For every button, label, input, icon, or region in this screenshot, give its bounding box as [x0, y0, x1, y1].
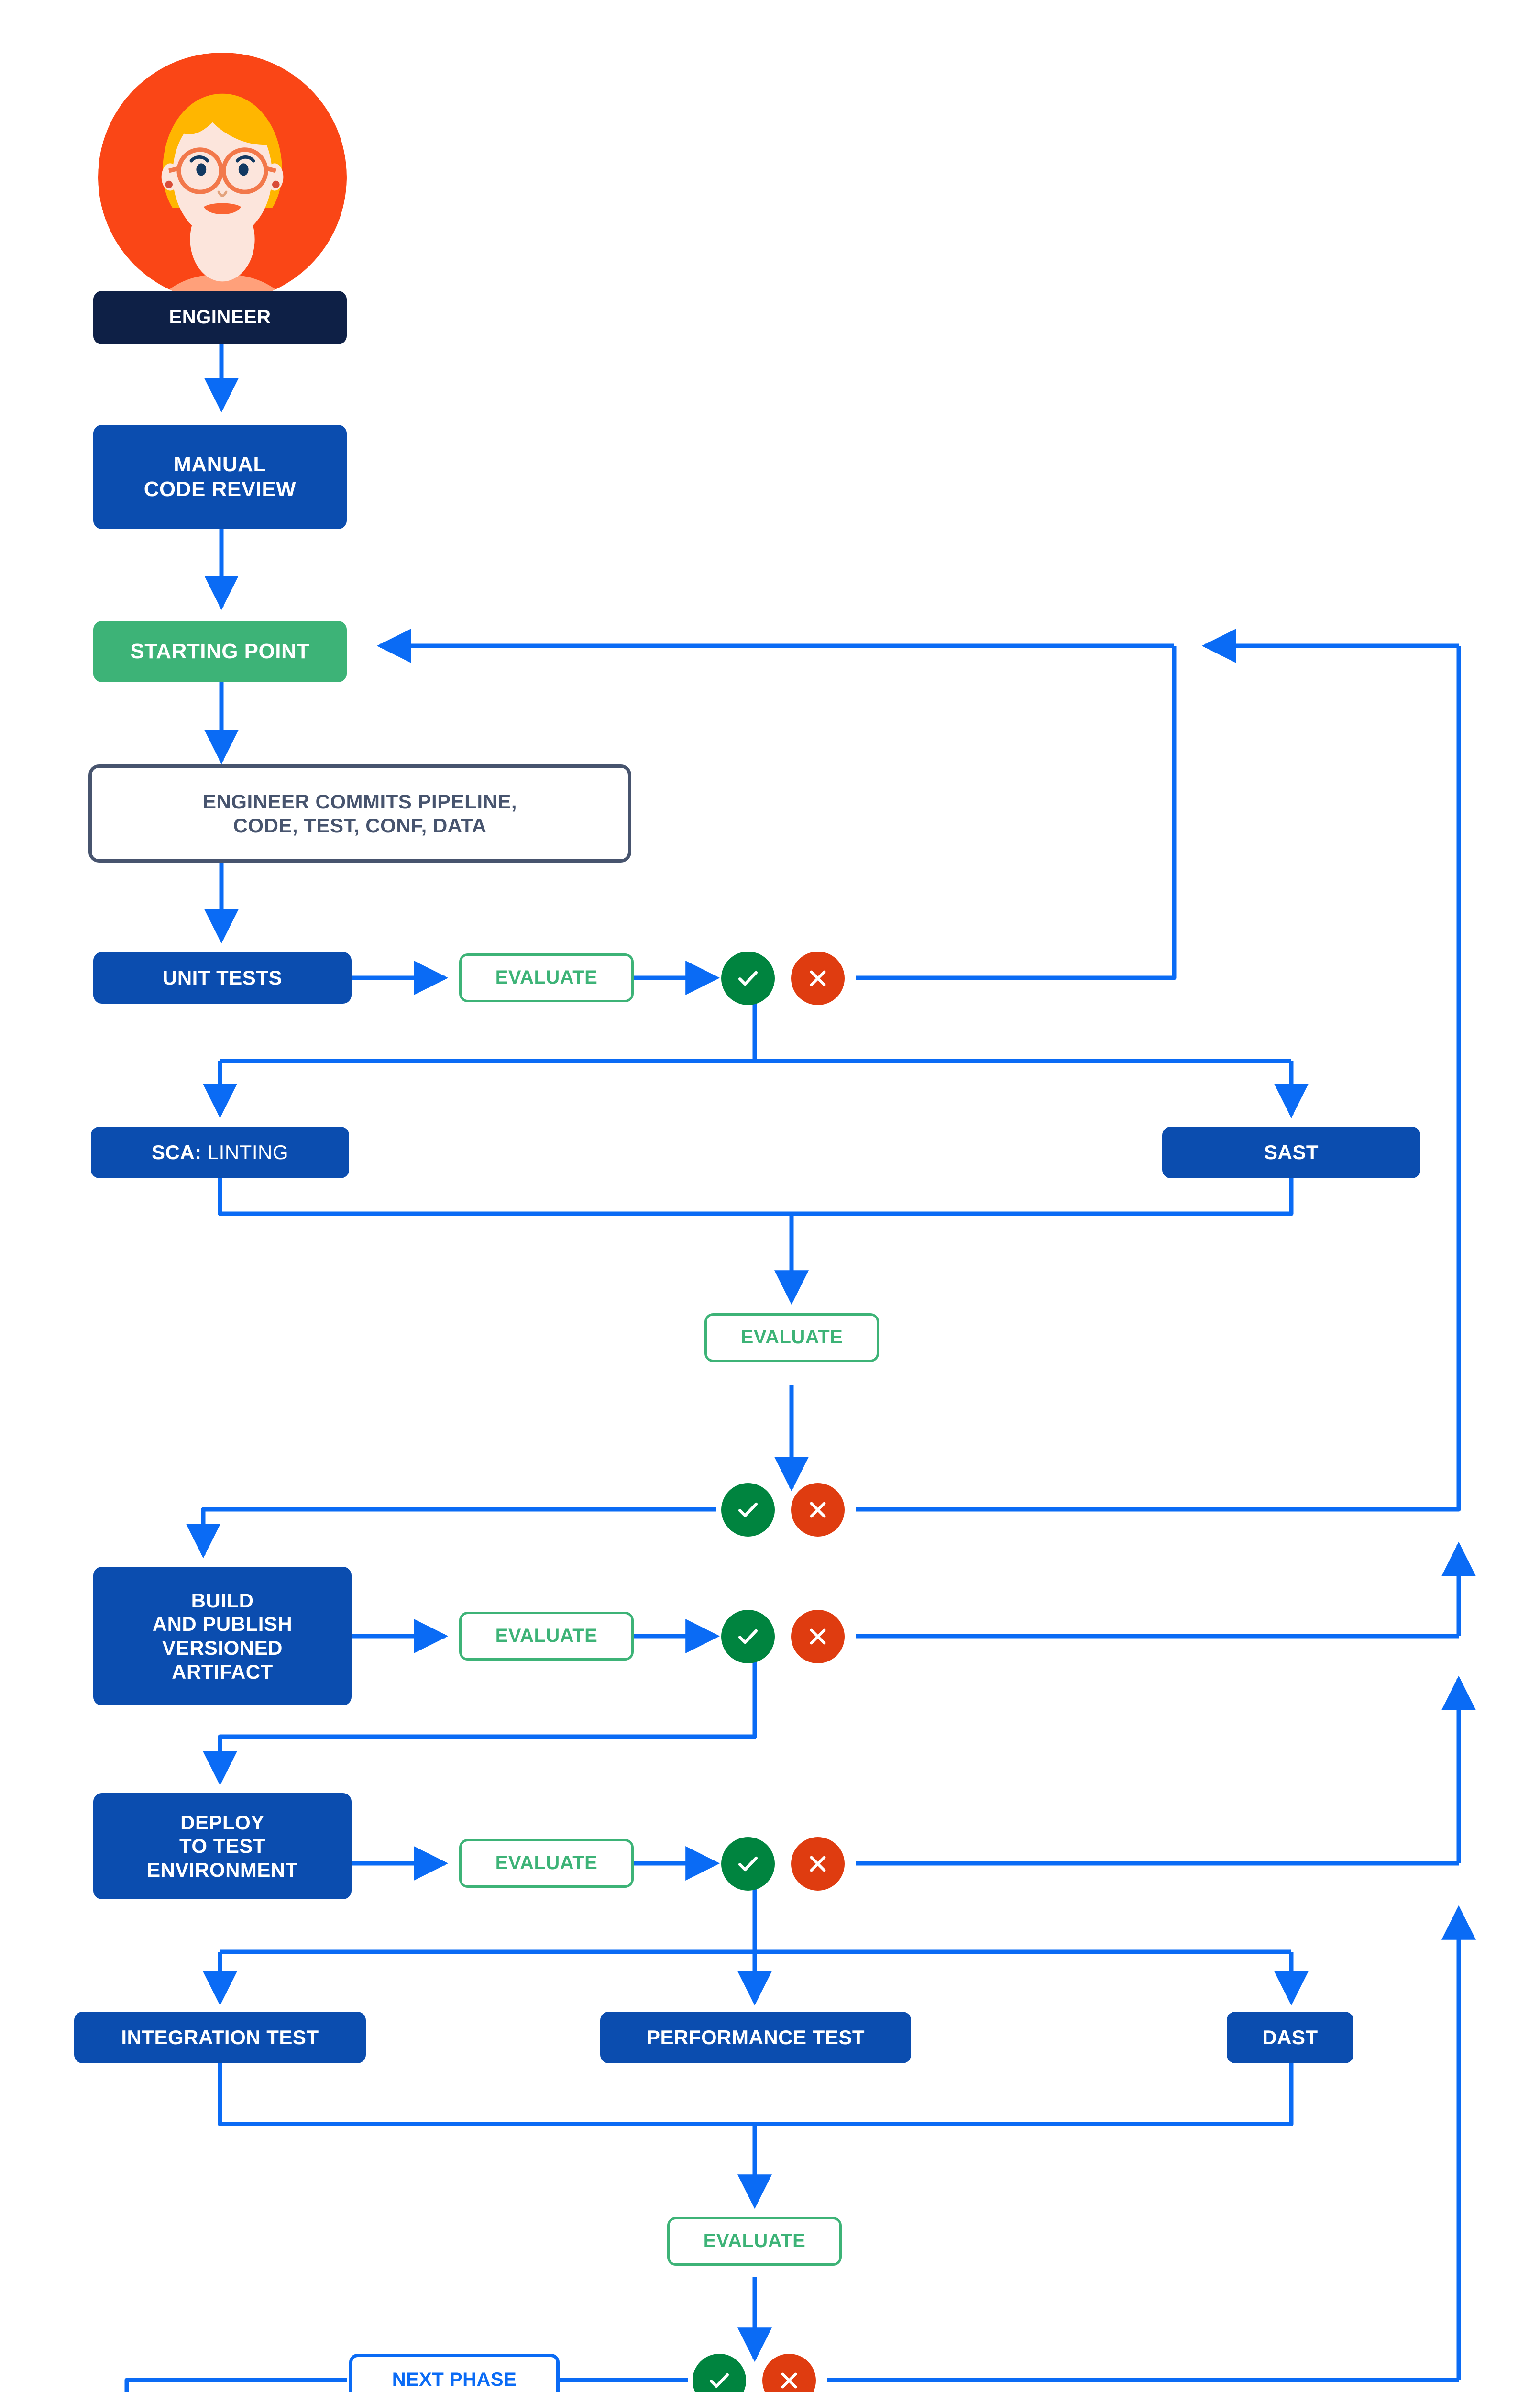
node-evaluate-static[interactable]: EVALUATE: [704, 1313, 879, 1362]
gate-deploy-fail[interactable]: [791, 1837, 845, 1891]
check-icon: [738, 971, 758, 986]
check-icon: [738, 1629, 758, 1644]
node-performance-test[interactable]: PERFORMANCE TEST: [600, 2012, 911, 2063]
node-evaluate-static-label: EVALUATE: [740, 1327, 843, 1348]
node-performance-test-label: PERFORMANCE TEST: [646, 2026, 865, 2049]
node-starting-point[interactable]: STARTING POINT: [93, 621, 347, 682]
node-unit-tests-label: UNIT TESTS: [162, 966, 282, 989]
gate-static-fail[interactable]: [791, 1483, 845, 1537]
node-evaluate-unit-label: EVALUATE: [495, 967, 598, 988]
cross-icon: [810, 1856, 826, 1872]
wire-gate-static-fail-riser: [856, 646, 1461, 1512]
gate-static-pass[interactable]: [721, 1483, 775, 1537]
node-evaluate-deploy-label: EVALUATE: [495, 1852, 598, 1874]
wire-gate-static-pass-to-build: [186, 1507, 716, 1559]
check-icon: [709, 2373, 729, 2388]
gate-final-fail[interactable]: [762, 2354, 816, 2392]
gate-build-fail[interactable]: [791, 1610, 845, 1663]
node-integration-test[interactable]: INTEGRATION TEST: [74, 2012, 366, 2063]
node-dast[interactable]: DAST: [1227, 2012, 1353, 2063]
node-starting-point-label: STARTING POINT: [130, 640, 310, 664]
node-integration-test-label: INTEGRATION TEST: [121, 2026, 319, 2049]
cross-icon: [810, 1502, 826, 1518]
gate-unit-fail[interactable]: [791, 952, 845, 1005]
node-evaluate-build[interactable]: EVALUATE: [459, 1612, 634, 1661]
wire-gate-unit-fail-riser: [856, 646, 1177, 980]
wire-merge-static: [218, 1174, 1294, 1216]
node-sast[interactable]: SAST: [1162, 1127, 1420, 1178]
node-evaluate-final[interactable]: EVALUATE: [667, 2217, 842, 2266]
wire-gate-build-pass-to-deploy: [203, 1658, 757, 1786]
node-evaluate-deploy[interactable]: EVALUATE: [459, 1839, 634, 1888]
node-unit-tests[interactable]: UNIT TESTS: [93, 952, 352, 1004]
engineer-badge-label: ENGINEER: [169, 307, 271, 328]
node-sca-linting-label: SCA: LINTING: [151, 1141, 289, 1164]
engineer-badge: ENGINEER: [93, 291, 347, 344]
node-engineer-commits[interactable]: ENGINEER COMMITS PIPELINE,CODE, TEST, CO…: [88, 764, 631, 863]
node-sast-label: SAST: [1264, 1141, 1319, 1164]
node-evaluate-final-label: EVALUATE: [703, 2230, 806, 2252]
wire-next-phase-out: [124, 2378, 347, 2392]
gate-build-pass[interactable]: [721, 1610, 775, 1663]
node-engineer-commits-label: ENGINEER COMMITS PIPELINE,CODE, TEST, CO…: [202, 790, 517, 837]
node-evaluate-build-label: EVALUATE: [495, 1625, 598, 1647]
node-next-phase[interactable]: NEXT PHASE: [349, 2354, 560, 2392]
engineer-avatar-icon: [98, 53, 347, 301]
cross-icon: [810, 970, 826, 986]
gate-deploy-pass[interactable]: [721, 1837, 775, 1891]
check-icon: [738, 1856, 758, 1872]
cross-icon: [781, 2372, 797, 2389]
node-sca-linting[interactable]: SCA: LINTING: [91, 1127, 349, 1178]
cross-icon: [810, 1628, 826, 1645]
gate-unit-pass[interactable]: [721, 952, 775, 1005]
node-next-phase-label: NEXT PHASE: [392, 2369, 517, 2391]
check-icon: [738, 1502, 758, 1517]
gate-final-pass[interactable]: [693, 2354, 746, 2392]
node-dast-label: DAST: [1262, 2026, 1318, 2049]
node-evaluate-unit[interactable]: EVALUATE: [459, 953, 634, 1002]
